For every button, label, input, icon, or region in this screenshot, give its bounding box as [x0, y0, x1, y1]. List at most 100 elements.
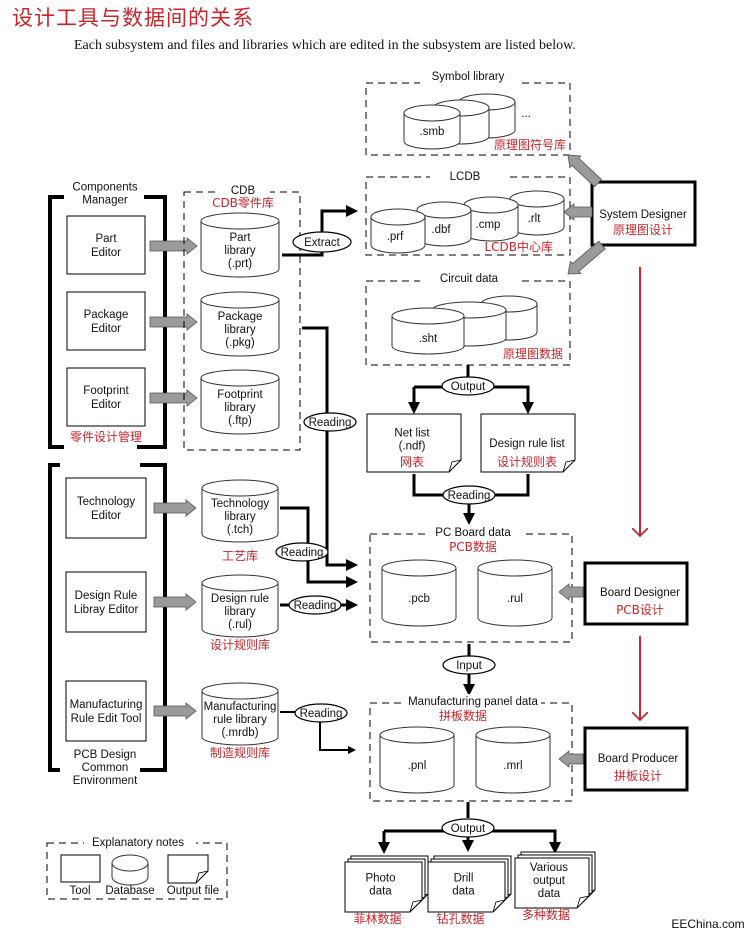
- cylinder-body: [200, 221, 280, 278]
- extract-action[interactable]: Extract: [292, 231, 352, 253]
- label-line: (.prt): [228, 258, 252, 270]
- reading-action-technology[interactable]: Reading: [275, 542, 329, 562]
- file-ext-label: .pnl: [408, 760, 427, 772]
- label-line: Manager: [82, 195, 128, 207]
- cylinder-body: [370, 217, 426, 254]
- cylinder-body: [200, 300, 280, 357]
- file-ext-label: .smb: [420, 126, 445, 138]
- label-line: library: [224, 402, 256, 414]
- cylinder-body: [381, 568, 457, 627]
- gray-arrow-shape: [149, 237, 198, 255]
- reading-action[interactable]: Reading: [442, 485, 496, 505]
- legend-item-label: Output file: [167, 885, 219, 897]
- reading-action-design-rule[interactable]: Reading: [288, 595, 342, 615]
- gray-arrow-shape: [558, 750, 584, 768]
- file-ext-label: .mrl: [503, 760, 522, 772]
- components-manager-cn-label: 零件设计管理: [70, 429, 142, 444]
- panel-data-cn-label: 拼板数据: [439, 708, 487, 723]
- label-line: Part: [229, 232, 251, 244]
- label-line: Drill: [454, 873, 474, 885]
- action-label: Reading: [448, 490, 491, 502]
- tool-box: [66, 291, 146, 351]
- label-line: library: [224, 606, 256, 618]
- pcb-common-bracket-right: [140, 463, 167, 772]
- cylinder-body: [201, 583, 279, 638]
- cylinder-top: [200, 291, 280, 309]
- legend-tool-swatch: [60, 854, 101, 883]
- technology-library-cn-label: 工艺库: [222, 548, 258, 563]
- smb-database: .smb: [403, 104, 461, 150]
- output-action[interactable]: Output: [441, 376, 495, 396]
- action-oval: [288, 595, 342, 615]
- manufacturing-rule-library-cn-label: 制造规则库: [210, 745, 270, 760]
- package-reading-line: [302, 326, 358, 571]
- label-line: Editor: [91, 323, 121, 335]
- label-line: data: [369, 886, 392, 898]
- bracket-label-bg: [64, 176, 144, 208]
- edit-arrow: [153, 499, 197, 517]
- netlist-file[interactable]: Net list(.ndf)网表: [366, 413, 462, 473]
- label-line: (.mrdb): [221, 727, 258, 739]
- reading-action-manufacturing[interactable]: Reading: [294, 703, 348, 723]
- tool-box: [65, 571, 147, 633]
- file-ext-label: .rlt: [528, 213, 542, 225]
- cylinder-top: [463, 196, 519, 214]
- label-line: Various: [530, 862, 568, 874]
- gray-arrow-shape: [149, 313, 198, 331]
- output-action-final[interactable]: Output: [441, 818, 495, 838]
- legend-item-label: Database: [105, 885, 154, 897]
- circuit-data-cn-label: 原理图数据: [503, 346, 563, 361]
- ellipsis-label: ...: [521, 108, 531, 120]
- label-line: output: [533, 875, 566, 887]
- system-to-lcdb-arrow: [563, 203, 593, 221]
- label-line: (.rul): [228, 619, 252, 631]
- lcdb-label: LCDB: [450, 171, 481, 183]
- tool-box: [65, 680, 147, 742]
- label-line: library: [224, 511, 256, 523]
- label-line: data: [452, 886, 475, 898]
- gray-arrow-shape: [567, 240, 606, 275]
- label-bg: [420, 270, 520, 286]
- cylinder-body: [379, 735, 455, 794]
- system-to-circuit-arrow: [567, 240, 606, 275]
- symbol-library-cn-label: 原理图符号库: [494, 137, 566, 152]
- document-sheet: [514, 857, 590, 909]
- cylinder-body: [201, 691, 279, 746]
- cylinder-top: [201, 574, 279, 592]
- label-line: Editor: [91, 247, 121, 259]
- pcb-data-cn-label: PCB数据: [449, 539, 497, 554]
- label-line: Manufacturing: [204, 701, 277, 713]
- file-ext-label: .prf: [387, 231, 404, 243]
- document-fold: [562, 459, 576, 473]
- legend-title: Explanatory notes: [92, 837, 184, 849]
- cdb-dashed-box: [183, 191, 301, 451]
- tool-box: [65, 477, 147, 539]
- edit-arrow: [153, 702, 197, 720]
- document-fold: [195, 870, 209, 884]
- input-action[interactable]: Input: [442, 655, 496, 675]
- edit-arrow: [149, 237, 198, 255]
- reading-action-cdb[interactable]: Reading: [303, 412, 357, 432]
- gray-arrow-shape: [149, 389, 198, 407]
